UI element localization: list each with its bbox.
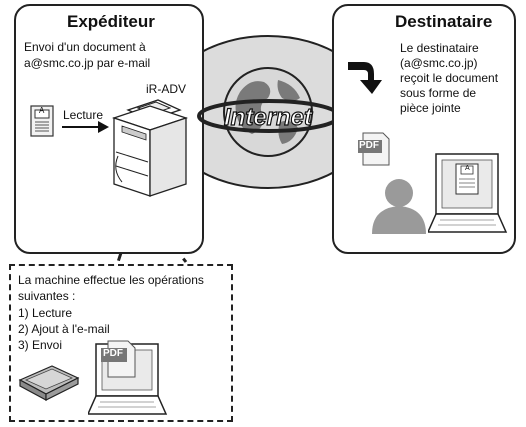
process-step1: 1) Lecture	[18, 306, 73, 320]
printer-icon	[111, 99, 189, 197]
recipient-desc-line2: (a@smc.co.jp)	[400, 56, 478, 70]
scanner-icon	[18, 365, 80, 402]
curved-arrow-icon	[348, 62, 382, 94]
recipient-desc-line1: Le destinataire	[400, 41, 479, 55]
recipient-desc-line5: pièce jointe	[400, 101, 461, 115]
sender-desc-line1: Envoi d'un document à	[24, 40, 146, 54]
globe-icon	[223, 67, 313, 157]
recipient-title: Destinataire	[395, 12, 493, 31]
process-pdf-label: PDF	[103, 348, 123, 359]
recipient-doc-letter: A	[465, 165, 470, 172]
process-pdf-icon	[101, 340, 136, 378]
laptop-icon	[428, 153, 508, 233]
recipient-desc-line3: reçoit le document	[400, 71, 499, 85]
process-line2: suivantes :	[18, 289, 76, 303]
process-step3: 3) Envoi	[18, 338, 63, 352]
scan-label: Lecture	[63, 108, 104, 122]
recipient-desc-line4: sous forme de	[400, 86, 477, 100]
recipient-pdf-label: PDF	[359, 140, 379, 151]
user-avatar-icon	[372, 179, 426, 234]
sender-doc-letter: A	[39, 106, 45, 115]
device-label: iR-ADV	[146, 82, 187, 96]
sender-desc-line2: a@smc.co.jp par e-mail	[24, 56, 151, 70]
sender-title: Expéditeur	[67, 12, 155, 31]
process-step2: 2) Ajout à l'e-mail	[18, 322, 110, 336]
document-icon	[30, 105, 54, 137]
internet-label: Internet	[223, 103, 313, 131]
pdf-file-icon	[358, 132, 390, 166]
process-line1: La machine effectue les opérations	[18, 273, 204, 287]
arrow-right-icon	[62, 121, 109, 133]
